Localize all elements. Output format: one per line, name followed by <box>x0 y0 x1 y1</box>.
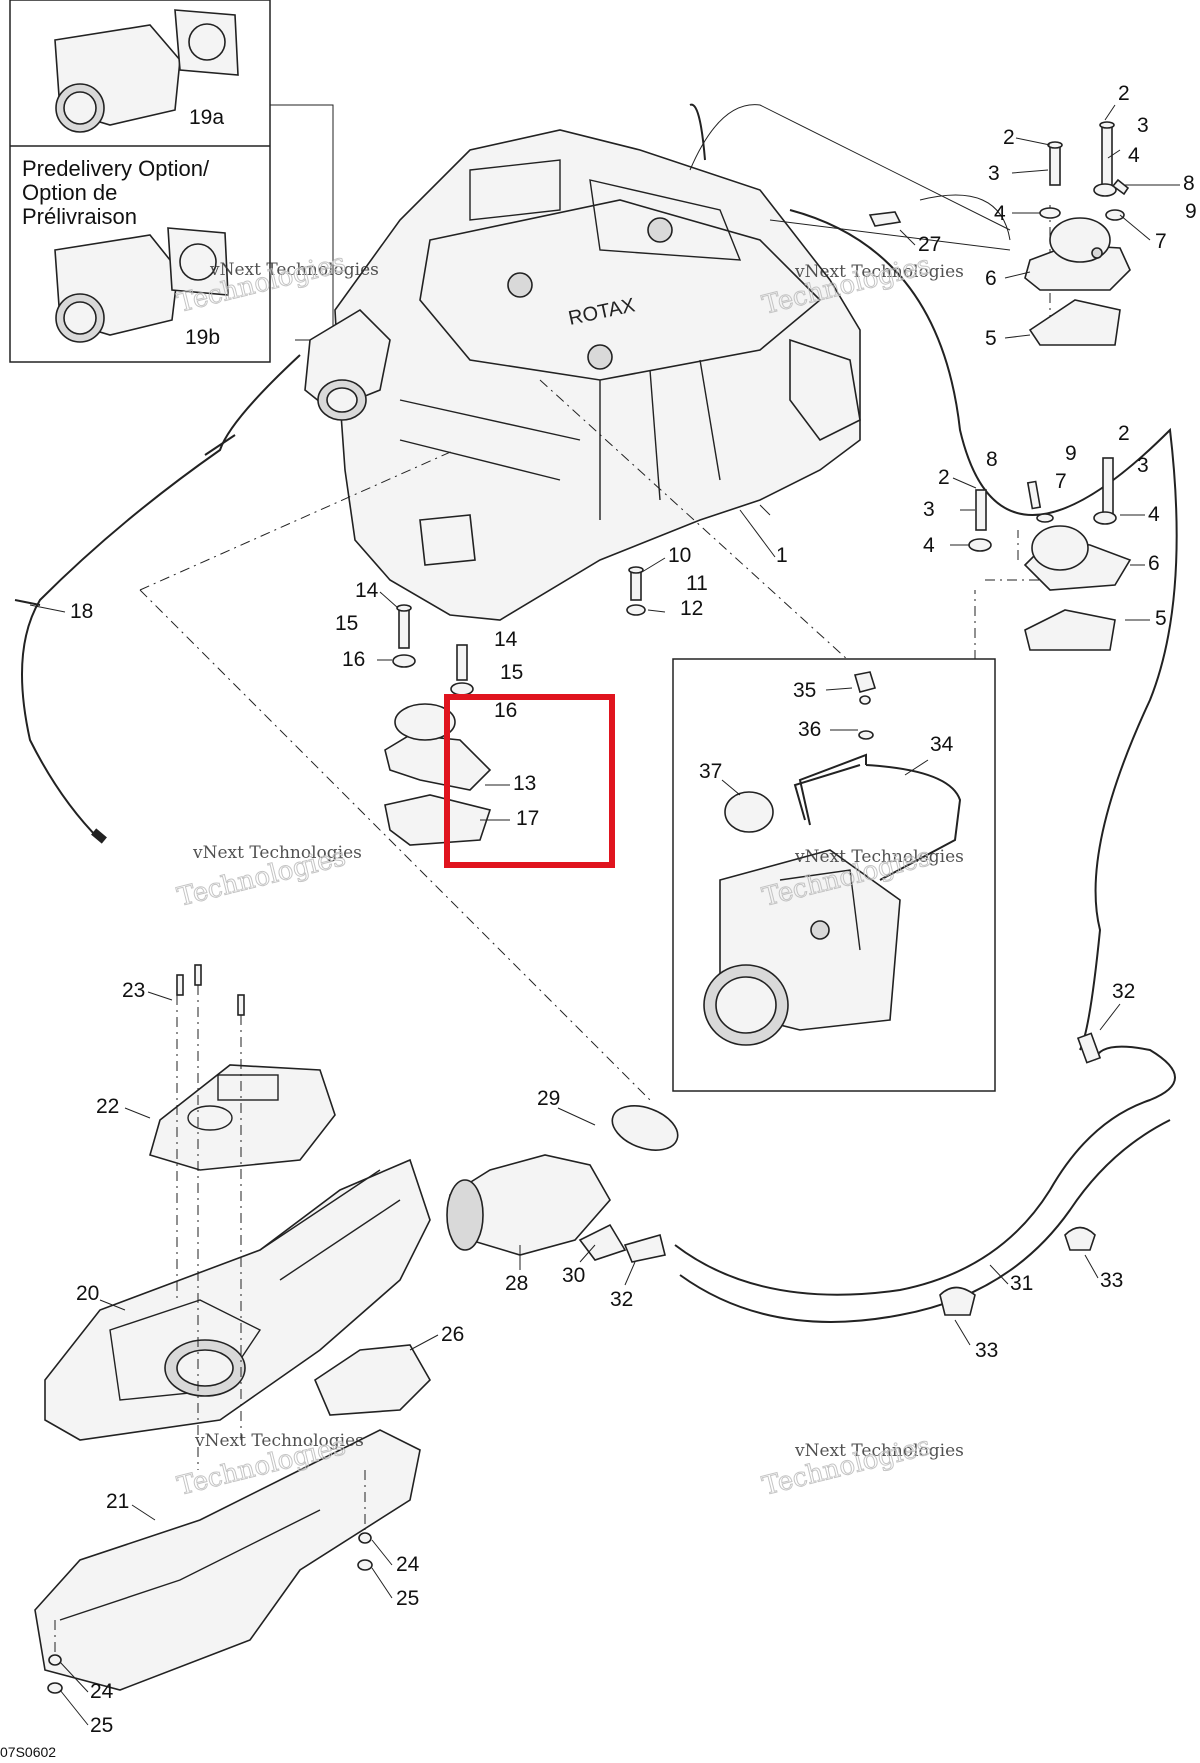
label-32a: 32 <box>610 1288 633 1311</box>
label-7a: 7 <box>1155 230 1167 253</box>
label-13: 13 <box>513 772 536 795</box>
label-3b: 3 <box>988 162 1000 185</box>
label-1: 1 <box>776 544 788 567</box>
label-33b: 33 <box>975 1339 998 1362</box>
label-12: 12 <box>680 597 703 620</box>
label-3a: 3 <box>1137 114 1149 137</box>
inset-throttle-box <box>672 658 996 1092</box>
label-26: 26 <box>441 1323 464 1346</box>
label-20: 20 <box>76 1282 99 1305</box>
air-intake-silencer <box>34 964 431 1694</box>
engine-illustration: ROTAX <box>304 129 861 621</box>
label-14a: 14 <box>355 579 379 602</box>
label-10: 10 <box>668 544 691 567</box>
label-29: 29 <box>537 1087 560 1110</box>
label-2c: 2 <box>1118 422 1130 445</box>
svg-text:vNext Technologies: vNext Technologies <box>794 847 964 867</box>
label-17: 17 <box>516 807 539 830</box>
throttle-body-19a-illustration: 19a <box>54 9 239 133</box>
label-16a: 16 <box>342 648 365 671</box>
svg-text:vNext Technologies: vNext Technologies <box>794 1441 964 1461</box>
label-11: 11 <box>686 572 708 595</box>
label-25b: 25 <box>90 1714 113 1737</box>
option-title-line-2: Option de <box>22 180 117 205</box>
label-7b: 7 <box>1055 470 1067 493</box>
fastener-10-12 <box>626 566 646 616</box>
label-34: 34 <box>930 733 954 756</box>
label-2d: 2 <box>938 466 950 489</box>
label-9b: 9 <box>1065 442 1077 465</box>
label-5b: 5 <box>1155 607 1167 630</box>
label-24a: 24 <box>396 1553 420 1576</box>
option-title-line-3: Prélivraison <box>22 204 137 229</box>
label-2a: 2 <box>1118 82 1130 105</box>
label-28: 28 <box>505 1272 528 1295</box>
label-30: 30 <box>562 1264 585 1287</box>
throttle-cable <box>21 354 301 841</box>
label-5a: 5 <box>985 327 997 350</box>
label-6a: 6 <box>985 267 997 290</box>
engine-mount-lower-right <box>968 457 1132 651</box>
drawing-code: 07S0602 <box>0 1744 56 1760</box>
label-3c: 3 <box>1137 454 1149 477</box>
label-22: 22 <box>96 1095 119 1118</box>
label-4c: 4 <box>1148 503 1160 526</box>
label-24b: 24 <box>90 1680 114 1703</box>
label-4d: 4 <box>923 534 935 557</box>
label-25a: 25 <box>396 1587 419 1610</box>
engine-mount-upper-right <box>1024 121 1131 346</box>
label-15b: 15 <box>500 661 523 684</box>
label-21: 21 <box>106 1490 129 1513</box>
label-4b: 4 <box>994 202 1006 225</box>
label-9a: 9 <box>1185 200 1197 223</box>
label-16b: 16 <box>494 699 517 722</box>
label-37: 37 <box>699 760 722 783</box>
label-18: 18 <box>70 600 93 623</box>
label-19a: 19a <box>189 106 224 129</box>
highlight-box <box>444 694 615 868</box>
engine-mount-left <box>384 604 492 846</box>
label-14b: 14 <box>494 628 518 651</box>
label-15a: 15 <box>335 612 358 635</box>
throttle-body-19b-illustration: 19b <box>54 227 229 349</box>
label-27: 27 <box>918 233 941 256</box>
label-33a: 33 <box>1100 1269 1123 1292</box>
svg-text:vNext Technologies: vNext Technologies <box>794 262 964 282</box>
label-23: 23 <box>122 979 145 1002</box>
label-19b: 19b <box>185 326 220 349</box>
option-title-line-1: Predelivery Option/ <box>22 156 210 181</box>
svg-text:vNext Technologies: vNext Technologies <box>209 260 379 280</box>
svg-text:vNext Technologies: vNext Technologies <box>194 1431 364 1451</box>
water-hose-31 <box>674 1032 1176 1323</box>
label-36: 36 <box>798 718 821 741</box>
label-2b: 2 <box>1003 126 1015 149</box>
label-8a: 8 <box>1183 172 1195 195</box>
svg-text:vNext Technologies: vNext Technologies <box>192 843 362 863</box>
label-31: 31 <box>1010 1272 1033 1295</box>
label-3d: 3 <box>923 498 935 521</box>
label-8b: 8 <box>986 448 998 471</box>
label-4a: 4 <box>1128 144 1140 167</box>
label-6b: 6 <box>1148 552 1160 575</box>
intake-elbow <box>446 1105 679 1263</box>
label-32b: 32 <box>1112 980 1135 1003</box>
label-35: 35 <box>793 679 816 702</box>
option-box: 19a Predelivery Option/ Option de Préliv… <box>9 0 271 363</box>
vent-hose <box>789 209 1178 1051</box>
